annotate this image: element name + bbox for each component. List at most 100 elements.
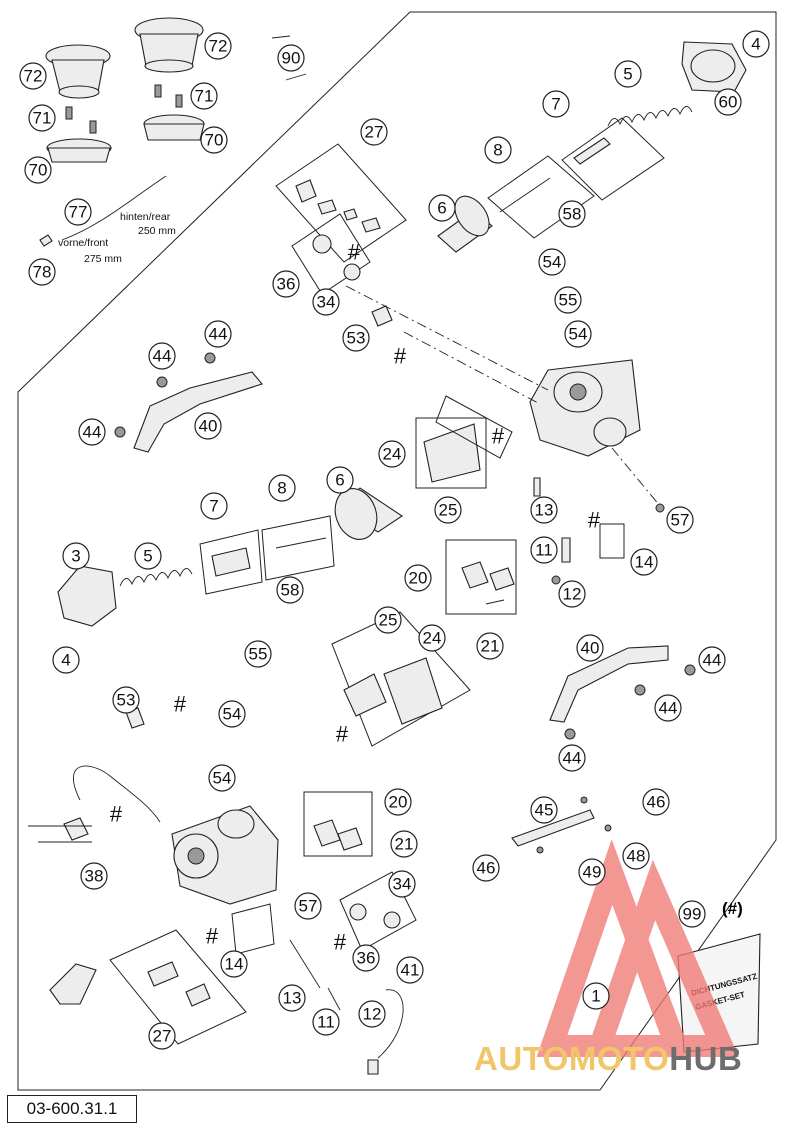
callout-label: 70 (29, 161, 48, 180)
callout-44: 44 (148, 342, 176, 370)
callout-58: 58 (276, 576, 304, 604)
callout-1: 1 (582, 982, 610, 1010)
callout-5: 5 (134, 542, 162, 570)
callout-label: 25 (439, 501, 458, 520)
callout-12: 12 (558, 580, 586, 608)
callout-5: 5 (614, 60, 642, 88)
diagram-frame (17, 11, 777, 1091)
fittings-group-top (275, 143, 407, 327)
callout-6: 6 (428, 194, 456, 222)
callout-label: 4 (751, 35, 760, 54)
callout-label: 14 (225, 955, 244, 974)
callout-46: 46 (472, 854, 500, 882)
callout-38: 38 (80, 862, 108, 890)
callout-54: 54 (538, 248, 566, 276)
callout-36: 36 (352, 944, 380, 972)
float-group-top (445, 477, 665, 615)
callout-label: 78 (33, 263, 52, 282)
slide-assembly-top (437, 41, 747, 253)
slide-assembly-mid (57, 487, 403, 627)
bracket-group (511, 796, 612, 854)
callout-label: 13 (535, 501, 554, 520)
callout-label: 57 (671, 511, 690, 530)
callout-8: 8 (268, 474, 296, 502)
callout-55: 55 (554, 286, 582, 314)
callout-label: 25 (379, 611, 398, 630)
callout-20: 20 (384, 788, 412, 816)
callout-label: 55 (559, 291, 578, 310)
callout-label: 6 (335, 471, 344, 490)
callout-label: 72 (209, 37, 228, 56)
callout-label: 54 (543, 253, 562, 272)
callout-label: 40 (581, 639, 600, 658)
callout-label: 20 (389, 793, 408, 812)
callout-3: 3 (62, 542, 90, 570)
callout-54: 54 (208, 764, 236, 792)
callout-44: 44 (698, 646, 726, 674)
callout-label: 54 (223, 705, 242, 724)
watermark-logo (536, 839, 739, 1057)
callout-label: 90 (282, 49, 301, 68)
callout-label: 40 (199, 417, 218, 436)
hash-mark: # (492, 424, 505, 449)
callout-label: 60 (719, 93, 738, 112)
callout-60: 60 (714, 88, 742, 116)
callout-53: 53 (342, 324, 370, 352)
callout-label: 20 (409, 569, 428, 588)
callout-8: 8 (484, 136, 512, 164)
hash-mark: # (394, 344, 407, 369)
hash-mark: # (174, 692, 187, 717)
callout-40: 40 (576, 634, 604, 662)
callout-24: 24 (378, 440, 406, 468)
callout-label: 24 (383, 445, 402, 464)
callout-4: 4 (52, 646, 80, 674)
callout-11: 11 (312, 1008, 340, 1036)
callout-71: 71 (190, 82, 218, 110)
callout-label: 44 (209, 325, 228, 344)
callout-label: 55 (249, 645, 268, 664)
callout-44: 44 (78, 418, 106, 446)
callout-label: 21 (481, 637, 500, 656)
callout-71: 71 (28, 104, 56, 132)
callout-label: 4 (61, 651, 70, 670)
callout-70: 70 (24, 156, 52, 184)
callout-99: 99 (678, 900, 706, 928)
callout-46: 46 (642, 788, 670, 816)
rear-hose-length: 250 mm (138, 225, 176, 237)
callout-label: 11 (535, 541, 553, 560)
callout-label: 46 (477, 859, 496, 878)
callout-34: 34 (312, 288, 340, 316)
callout-25: 25 (434, 496, 462, 524)
callout-41: 41 (396, 956, 424, 984)
callout-label: 99 (683, 905, 702, 924)
callout-7: 7 (542, 90, 570, 118)
funnel-group (39, 17, 307, 247)
front-hose-length: 275 mm (84, 253, 122, 265)
callout-label: 44 (153, 347, 172, 366)
callout-6: 6 (326, 466, 354, 494)
callout-77: 77 (64, 198, 92, 226)
float-bowl-top (415, 395, 513, 489)
callout-label: 7 (209, 497, 218, 516)
gasket-set: DICHTUNGSSATZ GASKET-SET (677, 933, 761, 1053)
callout-label: 70 (205, 131, 224, 150)
callout-44: 44 (558, 744, 586, 772)
callout-label: 12 (563, 585, 582, 604)
callout-label: 46 (647, 793, 666, 812)
callout-label: 1 (591, 987, 600, 1006)
callout-12: 12 (358, 1000, 386, 1028)
callout-label: 6 (437, 199, 446, 218)
callout-label: 72 (24, 67, 43, 86)
callout-90: 90 (277, 44, 305, 72)
watermark-text-b: HUB (669, 1040, 743, 1077)
callout-label: 8 (277, 479, 286, 498)
callout-label: 27 (365, 123, 384, 142)
lower-parts (49, 871, 417, 1075)
callout-label: 53 (347, 329, 366, 348)
callout-21: 21 (476, 632, 504, 660)
hash-mark: # (588, 508, 601, 533)
callout-label: 41 (401, 961, 420, 980)
callout-54: 54 (218, 700, 246, 728)
callout-label: 77 (69, 203, 88, 222)
hash-mark: # (348, 240, 361, 265)
